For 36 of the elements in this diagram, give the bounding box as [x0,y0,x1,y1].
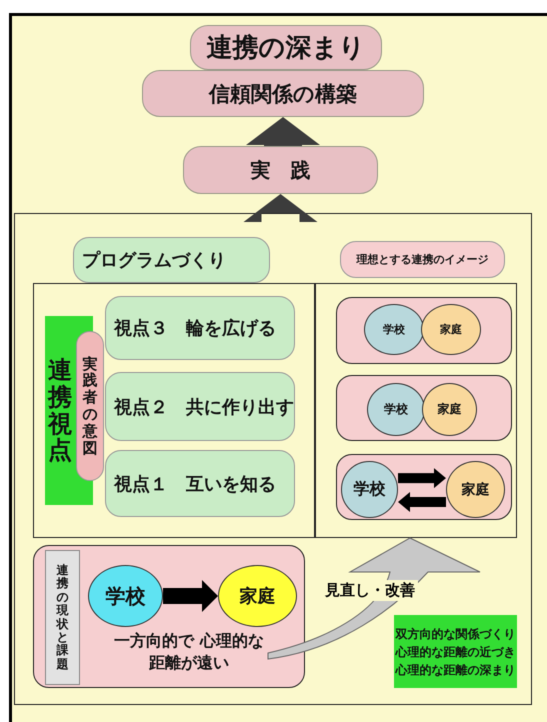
ellipse-node: 学校 [88,565,163,627]
block-arrow [163,580,218,612]
rounded-box: 信頼関係の構築 [142,70,424,117]
panel [33,283,315,538]
rounded-box: 視点１ 互いを知る [105,450,295,517]
heading-box: プログラムづくり [73,237,270,283]
block-arrow [246,117,320,146]
note-line: 心理的な距離の近づき [396,644,516,660]
heading-box: 理想とする連携のイメージ [340,241,505,278]
vertical-label-box: 連携の現状と課題 [45,550,80,685]
ellipse-node: 家庭 [421,304,481,355]
note-line: 心理的な距離の深まり [396,662,516,678]
panel [315,283,517,538]
block-arrow [244,194,318,222]
ellipse-node: 学校 [367,383,425,436]
ellipse-node: 家庭 [218,565,297,627]
block-arrow [398,492,446,512]
ellipse-node: 家庭 [446,461,505,518]
rounded-box: 実 践 [183,146,378,194]
edge-label: 見直し・改善 [322,580,418,601]
rounded-panel [336,375,512,441]
pill-label: 実践者の意図 [76,331,104,481]
ellipse-node: 学校 [341,461,398,518]
rounded-panel [336,297,512,364]
frame-box [14,213,532,705]
rounded-box: 連携の深まり [190,25,382,70]
note-line: 双方向的な関係づくり [396,626,516,642]
caption-text: 一方向的で 心理的な距離が遠い [110,630,268,674]
ellipse-node: 家庭 [422,383,477,436]
rounded-panel [336,454,512,520]
rounded-panel [33,545,305,688]
block-arrow [398,468,446,488]
rounded-box: 視点３ 輪を広げる [105,296,295,360]
rounded-box: 視点２ 共に作り出す [105,372,295,441]
note-box [394,615,517,688]
ellipse-node: 学校 [364,304,424,355]
